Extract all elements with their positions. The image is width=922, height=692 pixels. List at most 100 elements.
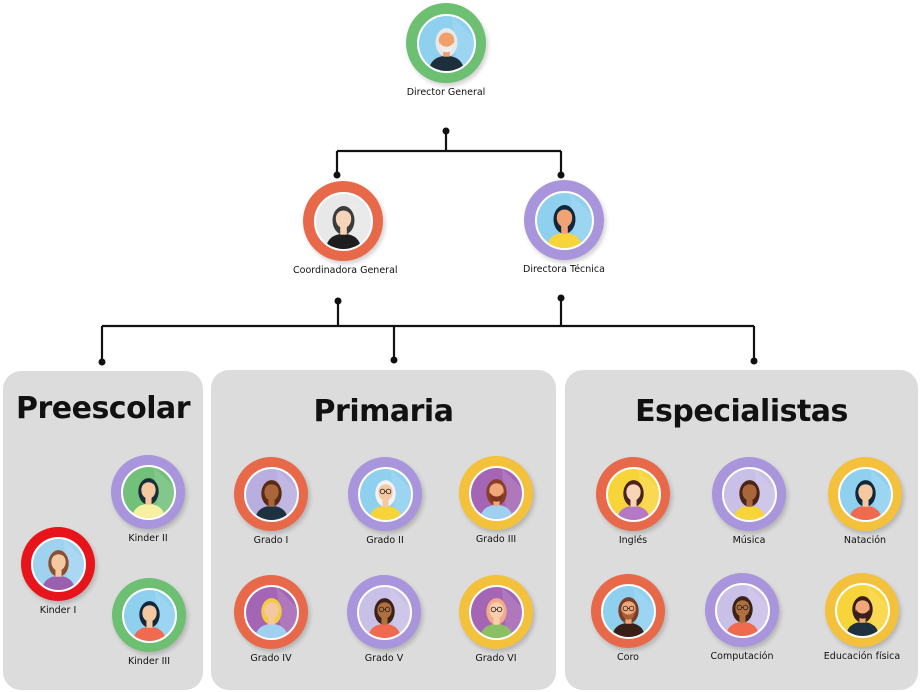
avatar <box>314 192 373 251</box>
blonde-woman-avatar-icon <box>246 587 297 638</box>
node-grado-ii[interactable]: Grado II <box>340 457 430 546</box>
woman-bun-glasses-avatar-icon <box>471 587 522 638</box>
connector-dot <box>390 356 398 364</box>
avatar <box>122 588 177 643</box>
node-musica[interactable]: Música <box>704 457 794 546</box>
node-coordinadora-general[interactable]: Coordinadora General <box>293 181 398 276</box>
avatar-ring <box>524 180 604 260</box>
node-grado-vi[interactable]: Grado VI <box>451 575 541 664</box>
woman-suit-avatar-icon <box>316 194 371 249</box>
man-glasses-beard-avatar-icon <box>603 586 654 637</box>
node-label: Grado IV <box>250 653 292 664</box>
woman-dark-hair-avatar-icon <box>840 469 891 520</box>
node-director-general[interactable]: Director General <box>401 3 491 98</box>
node-grado-i[interactable]: Grado I <box>226 457 316 546</box>
avatar-ring <box>234 457 308 531</box>
node-label: Inglés <box>618 535 648 546</box>
avatar <box>244 585 299 640</box>
avatar-ring <box>348 457 422 531</box>
node-label: Grado I <box>253 535 289 546</box>
avatar-ring <box>21 527 95 601</box>
node-educacion-fisica[interactable]: Educación física <box>812 573 912 662</box>
node-grado-iv[interactable]: Grado IV <box>226 575 316 664</box>
node-label: Coordinadora General <box>293 265 398 276</box>
woman-glasses-curly-avatar-icon <box>359 587 410 638</box>
avatar <box>715 583 770 638</box>
node-grado-v[interactable]: Grado V <box>339 575 429 664</box>
node-label: Grado V <box>364 653 404 664</box>
node-label: Director General <box>406 87 486 98</box>
avatar <box>121 465 176 520</box>
avatar-ring <box>459 575 533 649</box>
node-label: Educación física <box>823 651 901 662</box>
connector-dot <box>333 171 341 179</box>
bearded-man-avatar-icon <box>471 468 522 519</box>
avatar-ring <box>303 181 383 261</box>
node-label: Música <box>732 535 766 546</box>
node-kinder-i[interactable]: Kinder I <box>13 527 103 616</box>
node-ingles[interactable]: Inglés <box>588 457 678 546</box>
avatar-ring <box>825 573 899 647</box>
avatar <box>244 467 299 522</box>
avatar-ring <box>828 457 902 531</box>
woman-yellow-avatar-icon <box>537 193 592 248</box>
connector-dot <box>750 357 758 365</box>
avatar-ring <box>459 456 533 530</box>
bearded-man-jacket-avatar-icon <box>837 585 888 636</box>
old-man-beard-avatar-icon <box>419 16 474 71</box>
avatar-ring <box>111 455 185 529</box>
woman-brown-hair-avatar-icon <box>33 539 84 590</box>
node-label: Kinder III <box>127 656 171 667</box>
avatar <box>722 467 777 522</box>
girl-long-hair-avatar-icon <box>123 467 174 518</box>
avatar-ring <box>347 575 421 649</box>
curly-man-avatar-icon <box>246 469 297 520</box>
node-label: Coro <box>617 652 639 663</box>
connector-dot <box>557 294 565 302</box>
woman-glasses-curly-avatar-icon <box>717 585 768 636</box>
panel-title-primaria: Primaria <box>313 394 454 429</box>
avatar-ring <box>705 573 779 647</box>
panel-title-preescolar: Preescolar <box>15 391 191 426</box>
node-label: Natación <box>843 535 887 546</box>
avatar <box>535 191 594 250</box>
girl-bangs-avatar-icon <box>608 469 659 520</box>
node-label: Grado VI <box>475 653 517 664</box>
avatar <box>358 467 413 522</box>
afro-woman-avatar-icon <box>724 469 775 520</box>
connector-dot <box>334 297 342 305</box>
avatar <box>417 14 476 73</box>
avatar-ring <box>234 575 308 649</box>
avatar-ring <box>596 457 670 531</box>
node-natacion[interactable]: Natación <box>820 457 910 546</box>
node-kinder-ii[interactable]: Kinder II <box>103 455 193 544</box>
node-directora-tecnica[interactable]: Directora Técnica <box>514 180 614 275</box>
avatar <box>835 583 890 638</box>
avatar <box>606 467 661 522</box>
node-label: Directora Técnica <box>523 264 605 275</box>
avatar <box>469 585 524 640</box>
node-label: Computación <box>710 651 774 662</box>
connector-dot <box>442 127 450 135</box>
avatar <box>838 467 893 522</box>
avatar-ring <box>112 578 186 652</box>
woman-dark-hair-avatar-icon <box>124 590 175 641</box>
node-coro[interactable]: Coro <box>583 574 673 663</box>
node-label: Kinder I <box>39 605 77 616</box>
panel-title-especialistas: Especialistas <box>635 394 848 429</box>
avatar <box>601 584 656 639</box>
avatar-ring <box>712 457 786 531</box>
avatar-ring <box>591 574 665 648</box>
node-kinder-iii[interactable]: Kinder III <box>104 578 194 667</box>
avatar-ring <box>406 3 486 83</box>
avatar <box>357 585 412 640</box>
node-label: Grado II <box>366 535 404 546</box>
node-grado-iii[interactable]: Grado III <box>451 456 541 545</box>
avatar <box>469 466 524 521</box>
node-computacion[interactable]: Computación <box>697 573 787 662</box>
connector-dot <box>98 358 106 366</box>
avatar <box>31 537 86 592</box>
node-label: Kinder II <box>128 533 168 544</box>
connector-dot <box>557 171 565 179</box>
